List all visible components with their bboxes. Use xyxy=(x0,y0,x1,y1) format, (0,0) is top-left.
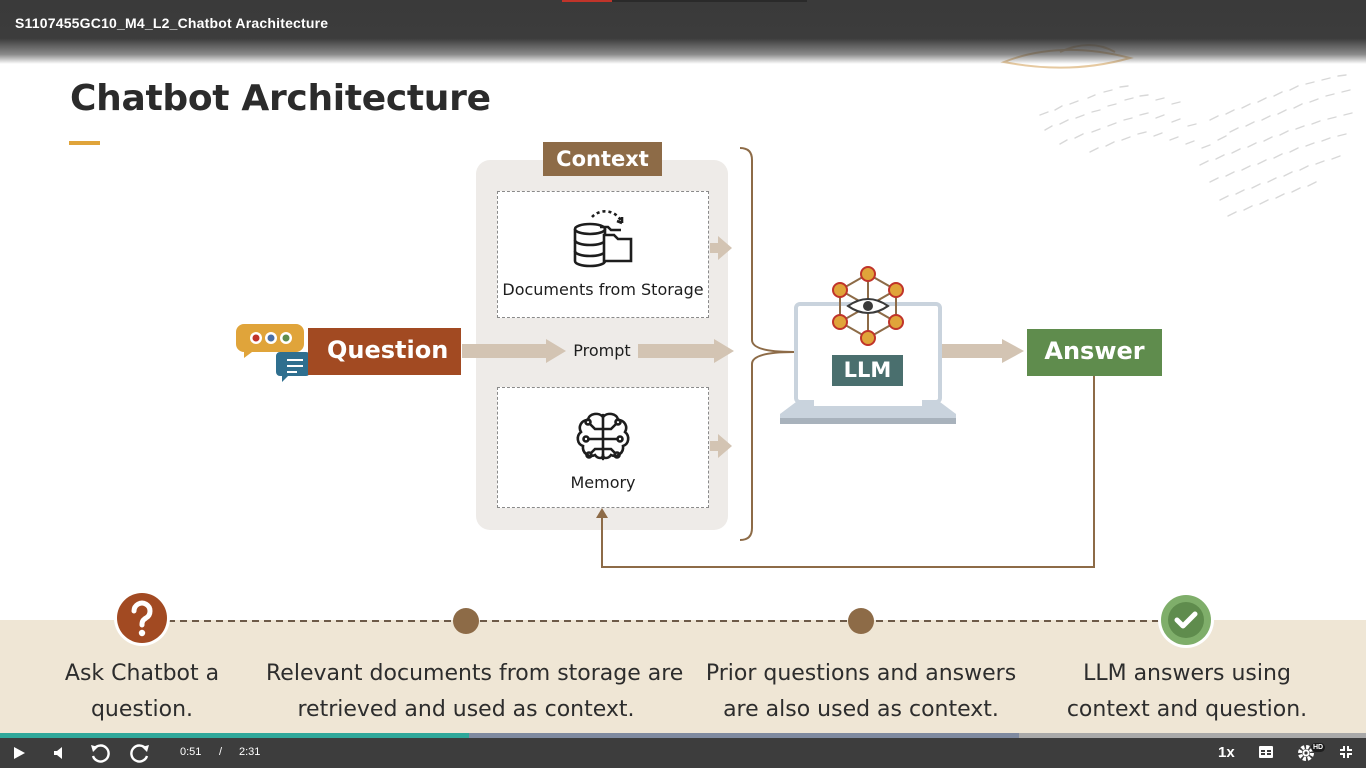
volume-icon[interactable] xyxy=(52,746,66,760)
documents-label: Documents from Storage xyxy=(502,280,704,299)
slide: Chatbot Architecture Context Documents f… xyxy=(0,44,1366,736)
flow-connectors xyxy=(462,147,1095,568)
step-2-text: Relevant documents from storage are retr… xyxy=(266,656,684,728)
step-2-line1: Relevant documents from storage are xyxy=(266,661,684,686)
slide-title: Chatbot Architecture xyxy=(70,78,491,119)
memory-label: Memory xyxy=(570,473,636,492)
play-icon[interactable] xyxy=(12,746,26,760)
step-1-line2: question. xyxy=(90,697,194,722)
steps-timeline xyxy=(168,608,1160,634)
step-1-line1: Ask Chatbot a xyxy=(64,661,220,686)
laptop-network-icon xyxy=(780,266,956,424)
progress-buffered xyxy=(0,733,1019,738)
forward-icon[interactable] xyxy=(129,742,151,764)
captions-icon[interactable] xyxy=(1258,745,1274,759)
duration: 2:31 xyxy=(239,746,261,758)
llm-label: LLM xyxy=(832,355,903,386)
step-3-line1: Prior questions and answers xyxy=(705,661,1017,686)
settings-icon[interactable] xyxy=(1297,744,1315,762)
step-1-text: Ask Chatbot a question. xyxy=(42,656,242,728)
step-3-text: Prior questions and answers are also use… xyxy=(701,656,1021,728)
steps-band xyxy=(0,620,1366,736)
documents-box: Documents from Storage xyxy=(497,191,709,318)
memory-box: Memory xyxy=(497,387,709,508)
chat-bubbles-icon xyxy=(236,324,310,382)
database-folder-icon xyxy=(573,210,633,268)
checkmark-icon xyxy=(1158,592,1214,648)
time-separator: / xyxy=(219,746,223,758)
question-mark-icon xyxy=(114,590,170,646)
player-controls xyxy=(0,736,1366,768)
step-4-text: LLM answers using context and question. xyxy=(1056,656,1318,728)
prompt-label: Prompt xyxy=(573,341,631,360)
progress-played xyxy=(0,733,469,738)
step-3-line2: are also used as context. xyxy=(723,697,999,722)
exit-fullscreen-icon[interactable] xyxy=(1339,745,1353,759)
context-label: Context xyxy=(543,142,662,176)
video-title-bar: S1107455GC10_M4_L2_Chatbot Arachitecture xyxy=(0,0,1366,64)
current-time: 0:51 xyxy=(180,746,202,758)
video-title: S1107455GC10_M4_L2_Chatbot Arachitecture xyxy=(15,15,329,31)
question-box: Question xyxy=(308,328,461,375)
title-underline xyxy=(69,141,100,145)
top-accent-dark xyxy=(612,0,807,2)
brain-icon xyxy=(576,412,630,461)
rewind-icon[interactable] xyxy=(89,742,111,764)
decorative-texture xyxy=(1000,44,1353,217)
step-4-line1: LLM answers using xyxy=(1083,661,1291,686)
answer-box: Answer xyxy=(1027,329,1162,376)
step-2-line2: retrieved and used as context. xyxy=(297,697,635,722)
step-4-line2: context and question. xyxy=(1066,697,1308,722)
hd-badge: HD xyxy=(1311,743,1326,752)
top-accent xyxy=(562,0,612,2)
playback-speed-button[interactable]: 1x xyxy=(1218,744,1235,761)
